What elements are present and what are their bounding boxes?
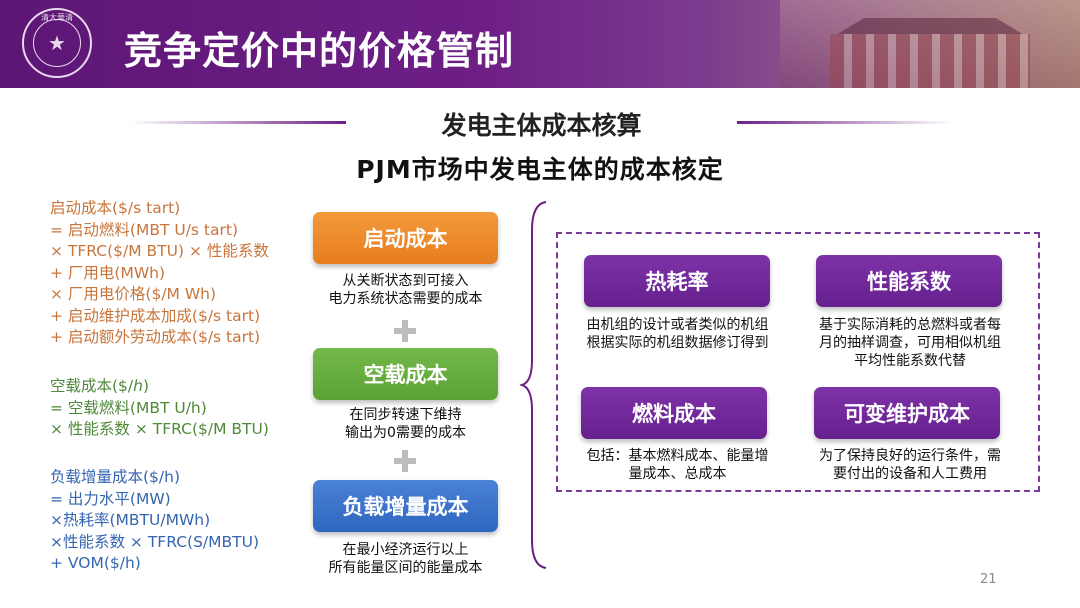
section-divider-left [130,121,346,124]
factors-panel [556,232,1040,492]
desc-line: 根据实际的机组数据修订得到 [586,335,769,351]
desc-line: 基于实际消耗的总燃料或者每 [819,317,1001,333]
desc-line: 由机组的设计或者类似的机组 [586,317,769,333]
curly-brace-icon [520,201,547,569]
page-title: 竞争定价中的价格管制 [124,29,515,73]
formula-line: + 启动维护成本加成($/s tart) [50,306,261,325]
variable-maintenance-desc: 为了保持良好的运行条件，需 要付出的设备和人工费用 [800,447,1020,483]
building-roof [837,18,1023,34]
desc-line: 月的抽样调查，可用相似机组 [819,335,1001,351]
subtitle: PJM市场中发电主体的成本核定 [356,155,724,184]
page-number: 21 [980,572,997,587]
building-image [780,0,1080,88]
heat-rate-box: 热耗率 [584,255,770,307]
load-cost-box: 负载增量成本 [313,480,498,532]
formula-line: 负载增量成本($/h) [50,468,181,486]
university-logo: 清大華清 ★ [22,8,92,78]
plus-icon [394,320,416,342]
section-title: 发电主体成本核算 [441,111,642,140]
desc-line: 为了保持良好的运行条件，需 [819,448,1001,464]
load-cost-formula: 负载增量成本($/h) = 出力水平(MW) ×热耗率(MBTU/MWh) ×性… [50,467,259,575]
idle-cost-formula: 空载成本($/ℎ) = 空载燃料(MBT U/h) × 性能系数 × TFRC(… [50,376,269,441]
desc-line: 从关断状态到可接入 [342,273,469,289]
desc-line: 在同步转速下维持 [349,407,462,423]
desc-line: 电力系统状态需要的成本 [328,291,483,307]
formula-line: × 性能系数 × TFRC($/M BTU) [50,420,269,438]
formula-line: = 出力水平(MW) [50,489,171,508]
load-cost-desc: 在最小经济运行以上 所有能量区间的能量成本 [298,541,513,577]
formula-line: × TFRC($/M BTU) × 性能系数 [50,242,269,260]
desc-line: 所有能量区间的能量成本 [328,560,483,576]
star-icon: ★ [33,19,81,67]
formula-line: + VOM($/h) [50,554,141,572]
formula-line: 空载成本($/ℎ) [50,377,150,395]
performance-factor-desc: 基于实际消耗的总燃料或者每 月的抽样调查，可用相似机组 平均性能系数代替 [800,316,1020,370]
desc-line: 在最小经济运行以上 [342,542,469,558]
logo-text: 清大華清 [41,13,73,22]
startup-cost-desc: 从关断状态到可接入 电力系统状态需要的成本 [298,272,513,308]
idle-cost-box: 空载成本 [313,348,498,400]
formula-line: ×性能系数 × TFRC(S/MBTU) [50,532,260,551]
startup-cost-box: 启动成本 [313,212,498,264]
formula-line: + 厂用电(MWh) [50,263,166,282]
formula-line: = 启动燃料(MBT U/s tart) [50,220,239,239]
heat-rate-desc: 由机组的设计或者类似的机组 根据实际的机组数据修订得到 [565,316,790,352]
building-facade [830,34,1030,88]
formula-line: ×热耗率(MBTU/MWh) [50,511,211,529]
performance-factor-box: 性能系数 [816,255,1002,307]
plus-icon [394,450,416,472]
fuel-cost-desc: 包括：基本燃料成本、能量增 量成本、总成本 [565,447,790,483]
fuel-cost-box: 燃料成本 [581,387,767,439]
startup-cost-formula: 启动成本($/s tart) = 启动燃料(MBT U/s tart) × TF… [50,198,269,349]
formula-line: + 启动额外劳动成本($/s tart) [50,328,261,346]
variable-maintenance-box: 可变维护成本 [814,387,1000,439]
idle-cost-desc: 在同步转速下维持 输出为0需要的成本 [298,406,513,442]
desc-line: 平均性能系数代替 [854,353,966,369]
formula-line: × 厂用电价格($/M Wh) [50,285,217,303]
desc-line: 量成本、总成本 [628,466,727,482]
desc-line: 输出为0需要的成本 [345,425,466,441]
formula-line: 启动成本($/s tart) [50,199,181,217]
section-divider-right [737,121,953,124]
header-banner: 清大華清 ★ 竞争定价中的价格管制 [0,0,1080,88]
desc-line: 要付出的设备和人工费用 [833,466,987,482]
desc-line: 包括：基本燃料成本、能量增 [586,448,769,464]
formula-line: = 空载燃料(MBT U/h) [50,398,207,417]
